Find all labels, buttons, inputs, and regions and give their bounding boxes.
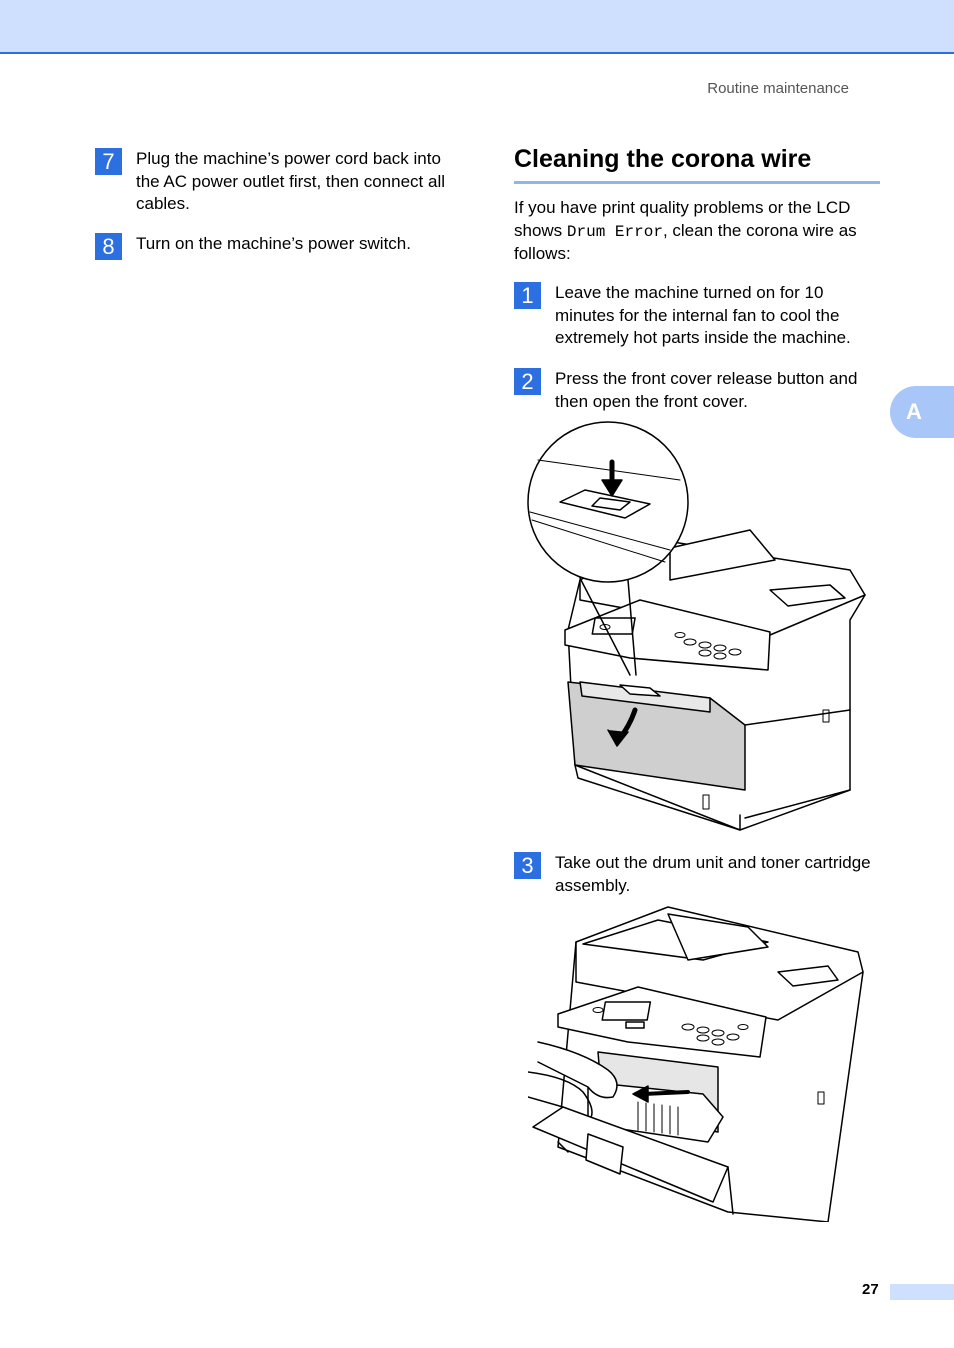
step-text: Take out the drum unit and toner cartrid… (555, 853, 871, 895)
running-head: Routine maintenance (707, 80, 849, 97)
step-number-badge: 1 (514, 282, 541, 309)
step-1: 1 Leave the machine turned on for 10 min… (514, 282, 885, 350)
title-rule (514, 181, 880, 184)
step-2: 2 Press the front cover release button a… (514, 368, 885, 413)
step-3: 3 Take out the drum unit and toner cartr… (514, 852, 885, 897)
step-number-badge: 8 (95, 233, 122, 260)
front-cover-release-illustration (527, 421, 866, 831)
intro-text: If you have print quality problems or th… (514, 198, 851, 240)
step-text: Press the front cover release button and… (555, 369, 858, 411)
intro-text-tail: , clean the corona wire as follows: (514, 220, 857, 264)
step-number-badge: 2 (514, 368, 541, 395)
footer-bar (890, 1284, 954, 1300)
intro-paragraph: If you have print quality problems or th… (514, 197, 884, 266)
step-text: Leave the machine turned on for 10 minut… (555, 283, 851, 347)
step-number-badge: 3 (514, 852, 541, 879)
section-title: Cleaning the corona wire (514, 145, 812, 173)
step-7: 7 Plug the machine’s power cord back int… (95, 148, 466, 216)
appendix-tab: A (890, 386, 954, 438)
drum-removal-illustration (528, 906, 864, 1222)
step-text: Plug the machine’s power cord back into … (136, 149, 446, 213)
step-8: 8 Turn on the machine’s power switch. (95, 233, 466, 260)
page-number: 27 (862, 1281, 879, 1298)
step-text: Turn on the machine’s power switch. (136, 234, 411, 253)
step-number-badge: 7 (95, 148, 122, 175)
lcd-message: Drum Error (566, 222, 663, 241)
header-band (0, 0, 954, 54)
